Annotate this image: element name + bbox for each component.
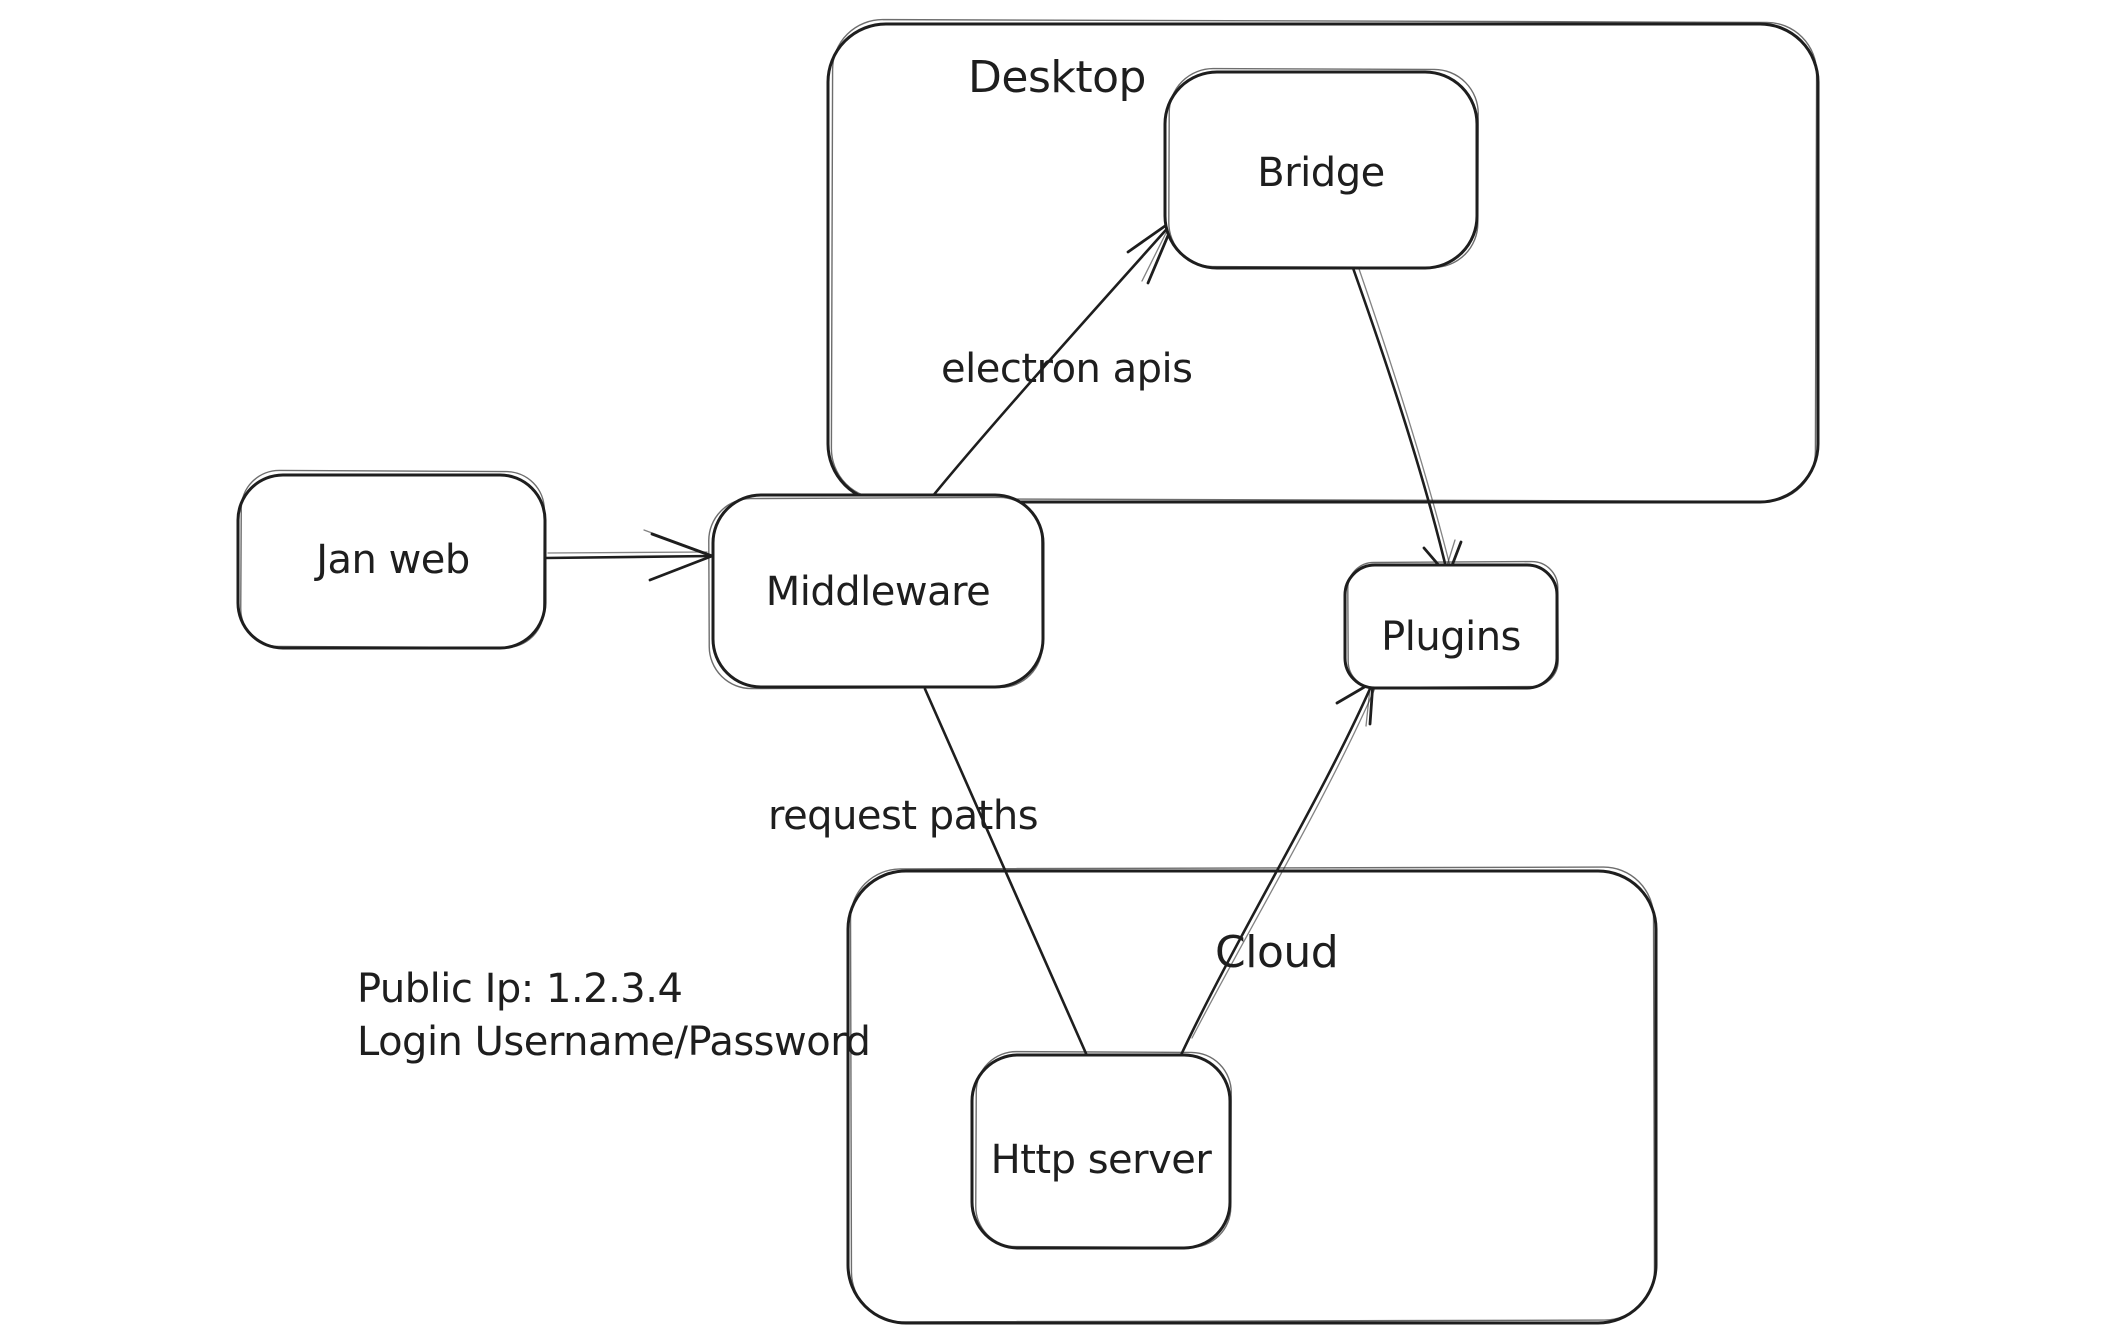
edge-middleware-bridge-line [930,220,1175,499]
edge-httpserver-plugins-line [1179,680,1375,1057]
edge-middleware-httpserver[interactable]: request paths [768,687,1090,1060]
http-server-box-sketch-stroke [975,1050,1232,1249]
node-http-server[interactable]: Http server [970,1050,1232,1250]
jan-web-label[interactable]: Jan web [313,537,470,583]
node-plugins[interactable]: Plugins [1343,560,1559,690]
node-jan-web[interactable]: Jan web [236,469,547,650]
cloud-box [846,869,1658,1325]
plugins-label[interactable]: Plugins [1381,614,1521,660]
container-cloud[interactable]: Cloud [846,866,1658,1325]
node-bridge[interactable]: Bridge [1163,67,1479,270]
cloud-label[interactable]: Cloud [1215,927,1339,978]
desktop-box [826,22,1820,504]
edge-bridge-plugins-sketch-stroke [1357,265,1452,571]
annotation-login[interactable]: Login Username/Password [357,1019,871,1065]
edge-bridge-plugins[interactable] [1351,265,1463,578]
bridge-box-sketch-stroke [1168,67,1479,269]
jan-web-box [236,473,547,650]
middleware-box-sketch-stroke [708,496,1043,690]
arrowhead-echo [643,529,707,554]
bridge-label[interactable]: Bridge [1257,150,1385,196]
middleware-box [711,493,1045,689]
http-server-box [970,1053,1232,1250]
edge-middleware-bridge[interactable]: electron apis [930,217,1193,499]
annotation-public-ip[interactable]: Public Ip: 1.2.3.4 [357,966,683,1012]
http-server-label[interactable]: Http server [991,1137,1213,1183]
cloud-box-sketch-stroke [849,866,1656,1323]
middleware-label[interactable]: Middleware [766,569,991,615]
annotation-credentials[interactable]: Public Ip: 1.2.3.4 Login Username/Passwo… [357,966,871,1065]
edge-httpserver-plugins-sketch-stroke [1191,685,1377,1039]
plugins-box-sketch-stroke [1347,560,1559,689]
container-desktop[interactable]: Desktop [826,18,1820,504]
desktop-box-sketch-stroke [830,18,1818,503]
arrowhead-echo [1141,224,1171,282]
node-middleware[interactable]: Middleware [708,493,1045,690]
edge-label-electron-apis[interactable]: electron apis [941,346,1193,392]
bridge-box [1163,70,1479,270]
jan-web-box-sketch-stroke [240,469,545,649]
edge-janweb-middleware-sketch-stroke [547,551,708,554]
edge-middleware-httpserver-line [923,687,1090,1060]
edge-janweb-middleware-line [543,554,713,560]
edge-label-request-paths[interactable]: request paths [768,793,1039,839]
edge-janweb-middleware[interactable] [543,529,714,582]
edge-bridge-plugins-line [1351,266,1450,578]
plugins-box [1343,563,1559,690]
arrowhead-echo [1365,687,1371,727]
desktop-label[interactable]: Desktop [968,52,1146,103]
